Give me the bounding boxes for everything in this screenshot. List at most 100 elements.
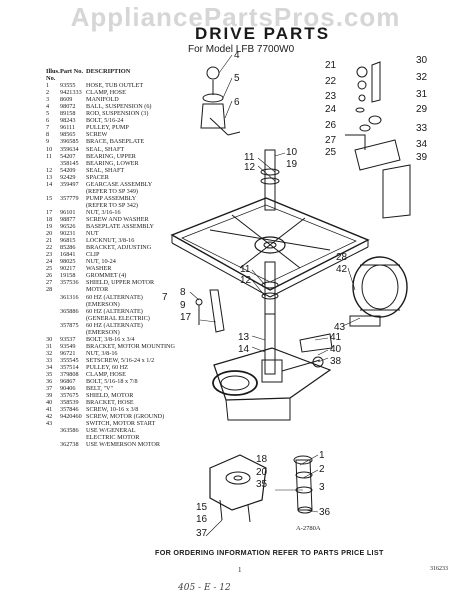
shaft-part	[264, 149, 276, 211]
illus-number: 19	[46, 223, 53, 231]
part-number: 357536	[60, 279, 79, 287]
callout-17: 17	[180, 312, 192, 323]
callout-8: 8	[180, 287, 186, 298]
part-description: BELT, "V"	[86, 385, 114, 393]
part-description: CLIP	[86, 251, 100, 259]
hose-part	[295, 459, 313, 511]
illus-number: 13	[46, 173, 53, 181]
suspension-ball-part	[206, 66, 220, 80]
part-number: 96526	[60, 223, 76, 231]
part-description: SCREW, 10-16 x 3/8	[86, 406, 139, 414]
part-number: 359634	[60, 145, 79, 153]
part-description: CLAMP, HOSE	[86, 371, 126, 379]
illus-number: 41	[46, 406, 53, 414]
part-number: 96721	[60, 349, 76, 357]
part-description: USE W/EMERSON MOTOR	[86, 441, 161, 449]
part-number: 357675	[60, 392, 79, 400]
illus-number: 39	[46, 392, 53, 400]
part-description: NUT, 3/8-16	[86, 349, 118, 357]
part-description: BASEPLATE ASSEMBLY	[86, 223, 154, 231]
part-description: HOSE, TUB OUTLET	[86, 82, 144, 90]
part-description: USE W/GENERAL	[86, 427, 136, 435]
part-description: BEARING, UPPER	[86, 152, 136, 160]
part-description: SCREW, MOTOR (GROUND)	[86, 413, 165, 421]
watermark: AppliancePartsPros.com	[70, 2, 401, 32]
illus-number: 15	[46, 194, 53, 202]
part-description: WASHER	[86, 265, 112, 273]
part-number: 8609	[60, 96, 73, 104]
part-number: 90231	[60, 230, 76, 238]
part-description: SETSCREW, 5/16-24 x 1/2	[86, 356, 155, 364]
table-row: (REFER TO SP 349)	[46, 188, 196, 195]
illus-number: 3	[46, 96, 50, 104]
callout-37: 37	[196, 528, 208, 539]
illus-number: 27	[46, 279, 53, 287]
part-description: NUT	[86, 230, 99, 238]
callout-28: 28	[336, 252, 348, 263]
part-number: 9421333	[60, 89, 82, 97]
part-description: (EMERSON)	[86, 328, 120, 336]
illus-number: 2	[46, 89, 50, 97]
part-number: 9420460	[60, 413, 82, 421]
part-description: BOLT, 5/16-24	[86, 117, 124, 125]
callout-21: 21	[325, 60, 337, 71]
table-row: 363586 USE W/GENERAL	[46, 427, 196, 434]
table-row: 361316 60 HZ (ALTERNATE)	[46, 294, 196, 301]
illus-number: 22	[46, 244, 53, 252]
table-row: (GENERAL ELECTRIC)	[46, 315, 196, 322]
table-row: 13 92429 SPACER	[46, 174, 196, 181]
part-description: LOCKNUT, 3/8-16	[86, 237, 135, 245]
part-description: SEAL, SHAFT	[86, 166, 125, 174]
illus-number: 33	[46, 356, 53, 364]
part-number: 92429	[60, 173, 76, 181]
col-desc-header: DESCRIPTION	[86, 68, 131, 75]
part-number: 361316	[60, 293, 79, 301]
col-illus-header: Illus. No.	[46, 68, 60, 83]
callout-29: 29	[416, 104, 428, 115]
illus-number: 23	[46, 251, 53, 259]
illus-number: 36	[46, 378, 53, 386]
part-number: 98243	[60, 117, 76, 125]
part-description: 60 HZ (ALTERNATE)	[86, 293, 143, 301]
part-description: BRACE, BASEPLATE	[86, 138, 145, 146]
part-number: 363586	[60, 427, 79, 435]
part-description: BEARING, LOWER	[86, 159, 139, 167]
part-number: 90217	[60, 265, 76, 273]
part-description: BRACKET, MOTOR MOUNTING	[86, 342, 175, 350]
part-description: SPACER	[86, 173, 109, 181]
part-number: 93555	[60, 82, 76, 90]
part-description: BOLT, 5/16-18 x 7/8	[86, 378, 138, 386]
manifold-part	[200, 103, 226, 129]
figure-code: A-2780A	[296, 525, 321, 532]
part-description: PULLEY, PUMP	[86, 124, 129, 132]
callout-22: 22	[325, 76, 337, 87]
part-number: 357514	[60, 363, 79, 371]
callout-2: 2	[319, 464, 325, 475]
callout-11-bottom: 11	[240, 264, 251, 275]
part-number: 96867	[60, 378, 76, 386]
callout-32: 32	[416, 72, 428, 83]
callout-9: 9	[180, 300, 186, 311]
part-number: 96815	[60, 237, 76, 245]
part-number: 98072	[60, 103, 76, 111]
part-number: 365886	[60, 307, 79, 315]
part-number: 355545	[60, 356, 79, 364]
illus-number: 37	[46, 385, 53, 393]
